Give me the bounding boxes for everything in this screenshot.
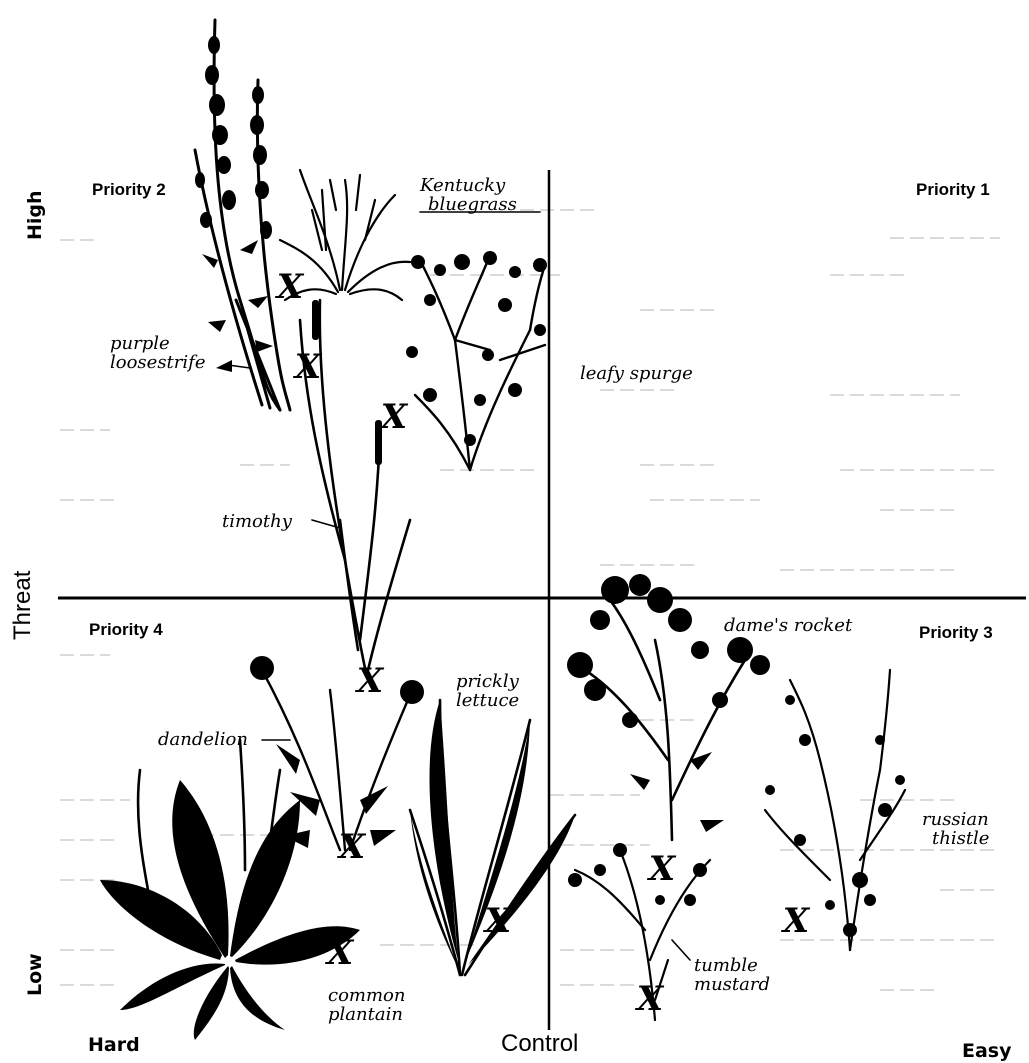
marker-x-russian-thistle: X	[781, 901, 811, 941]
axis-label-low: Low	[24, 953, 46, 996]
marker-x-leafy-spurge: X	[379, 397, 409, 437]
label-dandelion: dandelion	[158, 730, 248, 749]
label-dames-rocket: dame's rocket	[724, 616, 852, 635]
label-prickly-lettuce: prickly lettuce	[456, 672, 519, 710]
quadrant-label-priority-3: Priority 3	[919, 623, 993, 643]
label-kentucky-bluegrass: Kentucky bluegrass	[420, 176, 517, 214]
quadrant-label-priority-4: Priority 4	[89, 620, 163, 640]
label-common-plantain: common plantain	[328, 986, 405, 1024]
marker-x-purple-loosestrife: X	[293, 347, 323, 387]
label-leafy-spurge: leafy spurge	[580, 364, 693, 383]
marker-x-timothy: X	[355, 661, 385, 701]
leafy-spurge-bracts	[406, 251, 547, 446]
marker-x-kentucky-bluegrass: X	[275, 267, 305, 307]
quadrant-label-priority-2: Priority 2	[92, 180, 166, 200]
label-tumble-mustard: tumble mustard	[694, 956, 770, 994]
label-russian-thistle: russian thistle	[922, 810, 989, 848]
axis-label-easy: Easy	[962, 1040, 1012, 1062]
axis-label-high: High	[24, 190, 46, 240]
axis-label-hard: Hard	[88, 1034, 140, 1056]
marker-x-prickly-lettuce: X	[483, 901, 513, 941]
label-purple-loosestrife: purple loosestrife	[110, 334, 205, 372]
quadrant-label-priority-1: Priority 1	[916, 180, 990, 200]
marker-x-dames-rocket: X	[647, 849, 677, 889]
marker-x-dandelion: X	[337, 827, 367, 867]
axis-title-control: Control	[501, 1030, 578, 1058]
dames-rocket-flowers	[567, 574, 770, 832]
tumble-mustard-flowers	[568, 843, 707, 906]
marker-x-tumble-mustard: X	[635, 979, 665, 1019]
marker-x-common-plantain: X	[325, 933, 355, 973]
label-timothy: timothy	[222, 512, 292, 531]
leafy-spurge-drawing	[415, 260, 545, 470]
axis-title-threat: Threat	[9, 571, 37, 640]
